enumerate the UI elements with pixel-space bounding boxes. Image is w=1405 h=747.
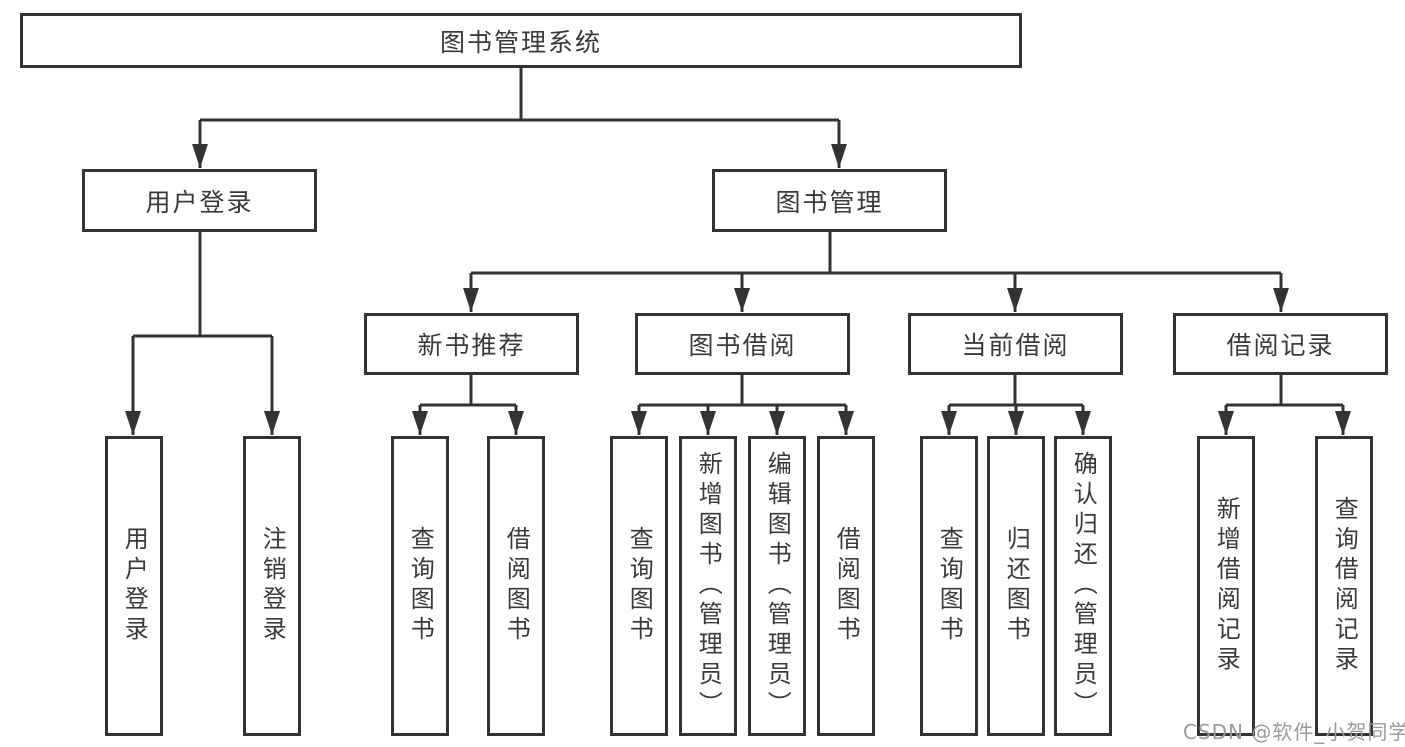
- leaf-add-books-admin: 新增图书（管理员）: [679, 436, 737, 736]
- leaf-query-books-borrow: 查询图书: [610, 436, 668, 736]
- leaf-confirm-return-admin: 确认归还（管理员）: [1054, 436, 1112, 736]
- leaf-borrow-books: 借阅图书: [817, 436, 875, 736]
- node-current-borrow: 当前借阅: [908, 313, 1123, 375]
- node-book-borrow: 图书借阅: [635, 313, 850, 375]
- leaf-query-books-recommend: 查询图书: [391, 436, 449, 736]
- node-new-book-recommend: 新书推荐: [364, 313, 579, 375]
- leaf-add-borrow-record: 新增借阅记录: [1197, 436, 1255, 736]
- leaf-return-books: 归还图书: [987, 436, 1045, 736]
- csdn-watermark: CSDN @软件_小贺同学: [1183, 720, 1405, 744]
- node-root: 图书管理系统: [20, 13, 1022, 68]
- node-borrow-records: 借阅记录: [1173, 313, 1388, 375]
- node-user-login: 用户登录: [82, 169, 317, 232]
- leaf-edit-books-admin: 编辑图书（管理员）: [748, 436, 806, 736]
- leaf-query-borrow-record: 查询借阅记录: [1315, 436, 1373, 736]
- leaf-query-books-current: 查询图书: [920, 436, 978, 736]
- leaf-user-login: 用户登录: [105, 436, 163, 736]
- node-book-management: 图书管理: [712, 169, 947, 232]
- leaf-logout: 注销登录: [243, 436, 301, 736]
- leaf-borrow-books-recommend: 借阅图书: [487, 436, 545, 736]
